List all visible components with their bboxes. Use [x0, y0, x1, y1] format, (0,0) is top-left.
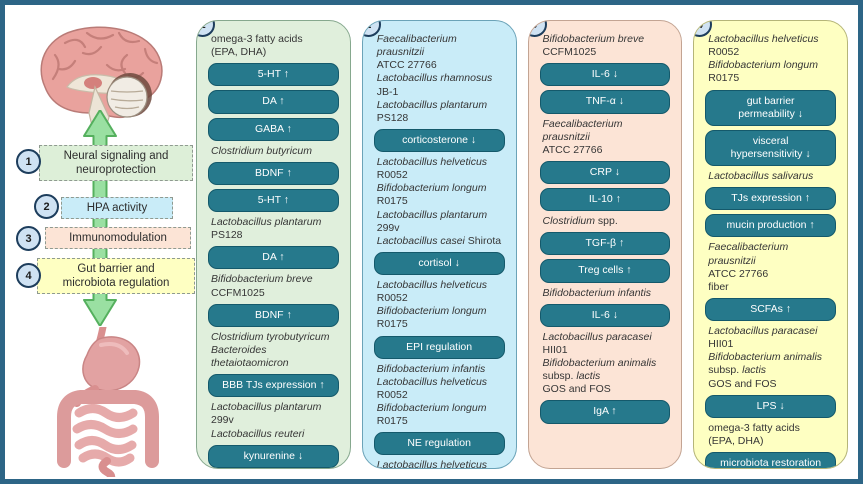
effect-pill: TGF-β ↑	[539, 232, 671, 256]
effect-pill: kynurenine ↓	[208, 444, 339, 468]
gut-brain-axis-panel: Neural signaling and neuroprotection 1 H…	[11, 11, 197, 478]
agent-label: Bifidobacterium infantis	[542, 286, 652, 299]
effect-pill: BDNF ↑	[208, 161, 339, 185]
effect-pill: NE regulation	[373, 432, 505, 456]
agent-label: Faecalibacterium prausnitzii ATCC 27766 …	[708, 241, 789, 293]
step-badge-2: 2	[34, 194, 59, 219]
effect-pill: mucin production ↑	[705, 214, 836, 238]
agent-label: Lactobacillus helveticus R0052 Bifidobac…	[376, 459, 488, 469]
agent-label: Bifidobacterium breve CCFM1025	[542, 33, 645, 59]
effect-pill: 5-HT ↑	[208, 188, 339, 212]
effect-pill: DA ↑	[208, 246, 339, 270]
step-neural-signaling: Neural signaling and neuroprotection	[39, 145, 193, 182]
column-badge-1: 1	[196, 21, 215, 37]
agent-label: Clostridium tyrobutyricum Bacteroides th…	[211, 330, 330, 369]
step-badge-1: 1	[16, 149, 41, 174]
column-badge-3: 3	[528, 21, 547, 37]
agent-label: omega-3 fatty acids (EPA, DHA)	[708, 421, 800, 447]
effect-pill: IL-6 ↓	[539, 303, 671, 327]
effect-pill: LPS ↓	[705, 394, 836, 418]
agent-label: Faecalibacterium prausnitzii ATCC 27766	[542, 117, 623, 156]
agent-label: Lactobacillus helveticus R0052 Bifidobac…	[376, 279, 488, 331]
effect-pill: SCFAs ↑	[705, 297, 836, 321]
agent-label: Lactobacillus plantarum 299v Lactobacill…	[211, 401, 322, 440]
effect-pill: Treg cells ↑	[539, 259, 671, 283]
brain-illustration	[40, 26, 163, 140]
agent-label: Lactobacillus helveticus R0052 Bifidobac…	[376, 156, 502, 247]
column-items: Faecalibacterium prausnitzii ATCC 27766 …	[373, 33, 506, 469]
effect-pill: DA ↑	[208, 90, 339, 114]
effect-pill: cortisol ↓	[373, 251, 505, 275]
effect-pill: IL-6 ↓	[539, 63, 671, 87]
effect-pill: TJs expression ↑	[705, 187, 836, 211]
agent-label: Lactobacillus helveticus R0052 Bifidobac…	[708, 33, 819, 85]
column-items: omega-3 fatty acids (EPA, DHA) 5-HT ↑ DA ↑…	[207, 33, 340, 468]
step-gut-barrier: Gut barrier and microbiota regulation	[37, 258, 195, 295]
effect-pill: corticosterone ↓	[373, 128, 505, 152]
step-badge-3: 3	[16, 226, 41, 251]
effect-pill: TNF-α ↓	[539, 90, 671, 114]
effect-pill: GABA ↑	[208, 117, 339, 141]
effect-pill: BBB TJs expression ↑	[208, 374, 339, 398]
agent-label: omega-3 fatty acids (EPA, DHA)	[211, 33, 303, 59]
mechanism-column-gut-barrier: 4 Lactobacillus helveticus R0052 Bifidob…	[693, 20, 848, 469]
effect-pill: EPI regulation	[373, 335, 505, 359]
step-immunomodulation: Immunomodulation	[45, 227, 191, 250]
agent-label: Lactobacillus plantarum PS128	[211, 216, 322, 242]
agent-label: Lactobacillus paracasei HII01 Bifidobact…	[708, 325, 823, 390]
agent-label: Lactobacillus salivarus	[708, 170, 814, 182]
effect-pill: IL-10 ↑	[539, 188, 671, 212]
effect-pill: CRP ↓	[539, 160, 671, 184]
agent-label: Bifidobacterium infantis Lactobacillus h…	[376, 362, 488, 428]
agent-label: Clostridium butyricum	[211, 144, 312, 157]
column-items: Lactobacillus helveticus R0052 Bifidobac…	[704, 33, 837, 468]
mechanism-column-hpa: 2 Faecalibacterium prausnitzii ATCC 2776…	[361, 20, 517, 469]
effect-pill: gut barrier permeability ↓	[705, 89, 836, 126]
gut-illustration	[57, 327, 159, 477]
step-badge-4: 4	[16, 263, 41, 288]
agent-label: Faecalibacterium prausnitzii ATCC 27766 …	[376, 33, 493, 124]
step-hpa-activity: HPA activity	[61, 197, 173, 220]
agent-label: Bifidobacterium breve CCFM1025	[211, 273, 313, 299]
effect-pill: 5-HT ↑	[208, 63, 339, 87]
agent-label: Clostridium spp.	[542, 215, 618, 228]
effect-pill: visceral hypersensitivity ↓	[705, 129, 836, 166]
effect-pill: microbiota restoration	[705, 452, 836, 468]
column-badge-2: 2	[362, 21, 381, 37]
agent-label: Lactobacillus paracasei HII01 Bifidobact…	[542, 330, 657, 396]
effect-pill: BDNF ↑	[208, 303, 339, 327]
mechanism-columns: 1 omega-3 fatty acids (EPA, DHA) 5-HT ↑ DA…	[196, 13, 848, 469]
effect-pill: IgA ↑	[539, 400, 671, 424]
mechanism-column-neural: 1 omega-3 fatty acids (EPA, DHA) 5-HT ↑ DA…	[196, 20, 351, 469]
